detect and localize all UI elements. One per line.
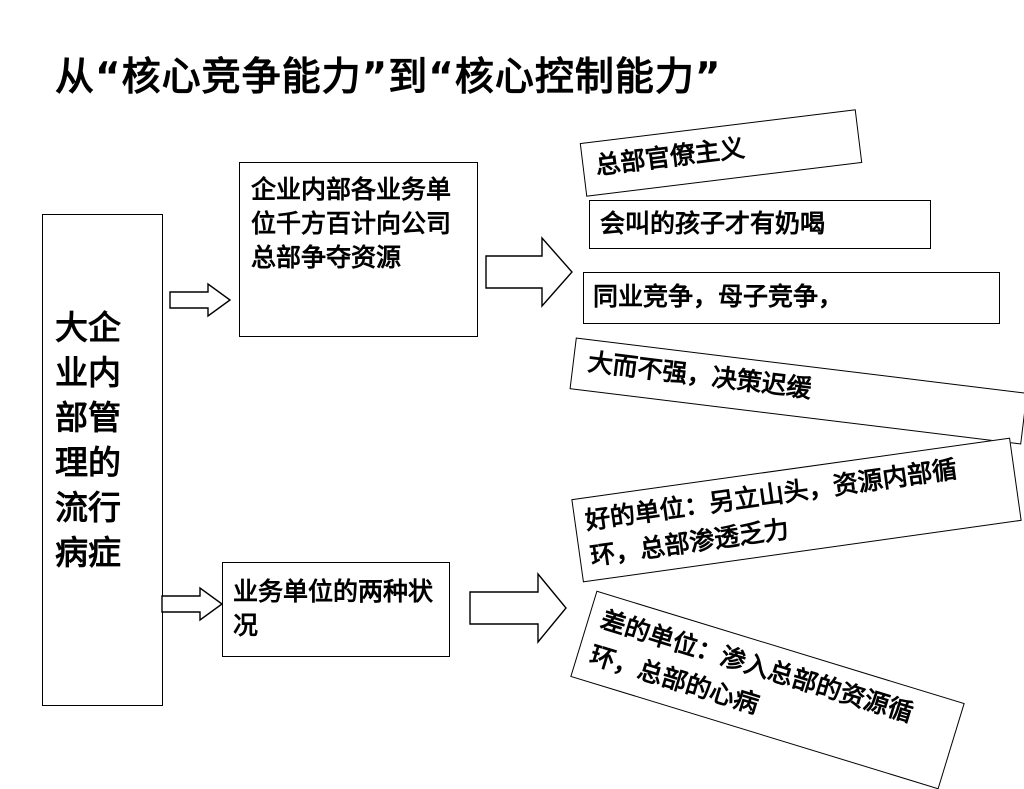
outcome-internal-competition: 同业竞争，母子竞争， <box>583 272 1000 324</box>
outcome-bureaucracy-label: 总部官僚主义 <box>593 133 747 181</box>
arrow-root-to-branch-1 <box>169 282 232 318</box>
slide-title: 从“核心竞争能力”到“核心控制能力” <box>55 55 722 100</box>
outcome-bureaucracy: 总部官僚主义 <box>579 109 863 197</box>
arrow-branch-2-to-outcomes <box>469 572 567 644</box>
outcome-big-not-strong: 大而不强，决策迟缓 <box>569 337 1024 445</box>
arrow-root-to-branch-2 <box>161 586 224 622</box>
branch-node-competition-label: 企业内部各业务单位千方百计向公司总部争夺资源 <box>251 175 452 272</box>
outcome-poor-units: 差的单位：渗入总部的资源循环，总部的心病 <box>570 590 965 789</box>
outcome-good-units: 好的单位：另立山头，资源内部循环，总部渗透乏力 <box>571 437 1022 583</box>
outcome-good-units-label: 好的单位：另立山头，资源内部循环，总部渗透乏力 <box>583 454 959 571</box>
root-node: 大企业内部管理的流行病症 <box>42 214 163 706</box>
branch-node-two-situations: 业务单位的两种状况 <box>222 562 450 657</box>
outcome-big-not-strong-label: 大而不强，决策迟缓 <box>586 347 814 404</box>
outcome-poor-units-label: 差的单位：渗入总部的资源循环，总部的心病 <box>586 605 917 728</box>
outcome-squeaky-wheel-label: 会叫的孩子才有奶喝 <box>600 209 826 238</box>
root-node-label: 大企业内部管理的流行病症 <box>55 308 121 572</box>
outcome-squeaky-wheel: 会叫的孩子才有奶喝 <box>589 200 931 249</box>
arrow-branch-1-to-outcomes <box>485 236 573 308</box>
outcome-internal-competition-label: 同业竞争，母子竞争， <box>593 282 844 311</box>
branch-node-two-situations-label: 业务单位的两种状况 <box>233 577 434 640</box>
branch-node-competition: 企业内部各业务单位千方百计向公司总部争夺资源 <box>239 162 478 337</box>
